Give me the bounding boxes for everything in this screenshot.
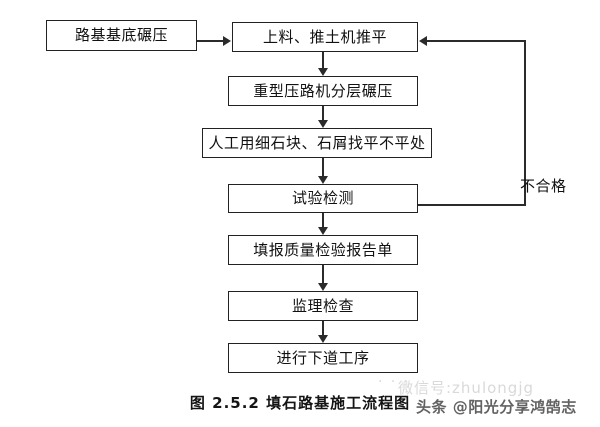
connector-roller-to-manual [322,106,324,120]
edge-label-unqualified: 不合格 [520,177,567,195]
watermark-toutiao-handle: 头条 @阳光分享鸿鹄志 [416,398,577,416]
node-label: 上料、推土机推平 [262,27,387,46]
node-roadbed-compaction[interactable]: 路基基底碾压 [46,20,197,51]
arrowhead-test-to-report [318,227,328,235]
node-feeding-dozer-leveling[interactable]: 上料、推土机推平 [232,22,418,52]
connector-roadbed-to-feed [197,40,224,42]
node-label: 路基基底碾压 [74,26,168,44]
node-label: 试验检测 [291,189,354,207]
arrowhead-supervision-to-next [318,335,328,343]
connector-manual-to-test [322,158,324,176]
connector-feedback-top [427,40,526,42]
arrowhead-roadbed-to-feed [223,36,231,46]
node-label: 监理检查 [291,296,354,315]
connector-feedback-bottom [418,204,526,206]
arrowhead-manual-to-test [318,176,328,184]
connector-feedback-right [524,40,526,206]
node-label: 人工用细石块、石屑找平不平处 [208,133,426,152]
node-heavy-roller-layered-compaction[interactable]: 重型压路机分层碾压 [228,76,418,106]
connector-report-to-supervision [322,265,324,283]
arrowhead-report-to-supervision [318,283,328,291]
arrowhead-roller-to-manual [318,120,328,128]
node-supervision-check[interactable]: 监理检查 [228,291,418,321]
node-label: 进行下道工序 [276,348,370,367]
node-label: 填报质量检验报告单 [253,240,393,259]
connector-test-to-report [322,213,324,227]
node-quality-inspection-report[interactable]: 填报质量检验报告单 [228,235,418,265]
connector-supervision-to-next [322,321,324,335]
node-proceed-next-process[interactable]: 进行下道工序 [228,343,418,373]
node-label: 重型压路机分层碾压 [253,81,393,100]
connector-feed-to-roller [322,52,324,69]
arrowhead-feedback-to-feed [419,36,427,46]
watermark-dots: · · · [378,374,411,390]
figure-caption: 图 2.5.2 填石路基施工流程图 [189,394,411,412]
node-manual-fine-stone-leveling[interactable]: 人工用细石块、石屑找平不平处 [202,128,432,158]
node-test-inspection[interactable]: 试验检测 [228,184,418,213]
arrowhead-feed-to-roller [318,68,328,76]
